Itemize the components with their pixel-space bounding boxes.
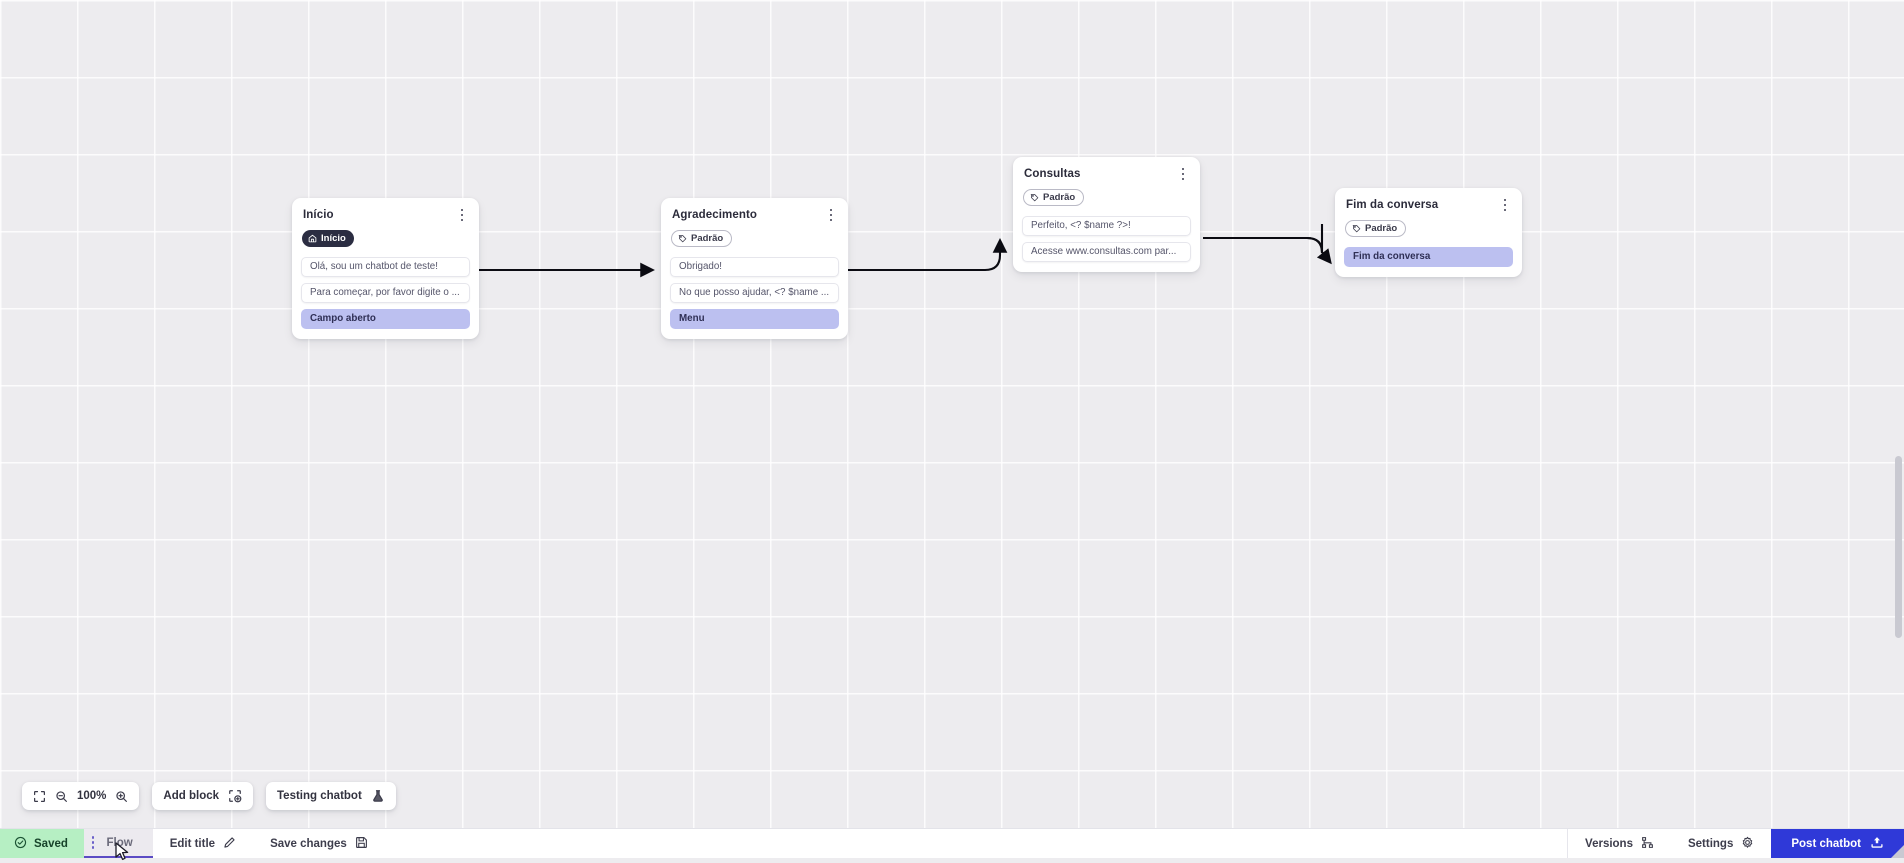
node-header: Início bbox=[301, 207, 470, 223]
zoom-in-icon[interactable] bbox=[115, 790, 128, 803]
zoom-level-value: 100% bbox=[77, 790, 106, 802]
node-title: Fim da conversa bbox=[1346, 198, 1438, 212]
flow-connectors bbox=[0, 0, 1904, 828]
node-badge-row: Padrão bbox=[1344, 220, 1513, 238]
edge-consultas-fim-line bbox=[1203, 224, 1322, 253]
zoom-out-icon[interactable] bbox=[55, 790, 68, 803]
post-chatbot-button[interactable]: Post chatbot bbox=[1771, 829, 1904, 858]
node-badge-label: Padrão bbox=[1365, 224, 1397, 234]
node-message[interactable]: Obrigado! bbox=[670, 257, 839, 277]
canvas-toolbar: 100% Add block Testing chatbot bbox=[22, 782, 396, 810]
edge-consultas-fim-arrow bbox=[1307, 238, 1330, 262]
node-badge-padrao[interactable]: Padrão bbox=[671, 230, 732, 247]
node-title: Agradecimento bbox=[672, 208, 757, 222]
save-changes-label: Save changes bbox=[270, 838, 347, 850]
flow-canvas[interactable]: Início Início Olá, sou um chatbot de tes… bbox=[0, 0, 1904, 828]
node-badge-label: Padrão bbox=[1043, 193, 1075, 203]
bottom-status-bar: Saved Flow Edit title Save changes Versi… bbox=[0, 828, 1904, 858]
node-badge-padrao[interactable]: Padrão bbox=[1023, 189, 1084, 206]
edit-title-label: Edit title bbox=[170, 838, 215, 850]
fullscreen-icon[interactable] bbox=[33, 790, 46, 803]
testing-chatbot-label: Testing chatbot bbox=[277, 790, 362, 802]
node-title: Consultas bbox=[1024, 167, 1081, 181]
statusbar-left-group: Saved Flow Edit title Save changes bbox=[0, 829, 385, 858]
add-block-button[interactable]: Add block bbox=[152, 782, 253, 810]
add-block-label: Add block bbox=[163, 790, 219, 802]
versions-button[interactable]: Versions bbox=[1568, 829, 1671, 858]
node-message-action[interactable]: Fim da conversa bbox=[1344, 247, 1513, 267]
node-message[interactable]: Olá, sou um chatbot de teste! bbox=[301, 257, 470, 277]
edge-agradecimento-consultas bbox=[848, 241, 1000, 270]
kebab-menu-icon[interactable] bbox=[92, 836, 95, 849]
node-message[interactable]: Acesse www.consultas.com par... bbox=[1022, 242, 1191, 262]
node-message-action[interactable]: Campo aberto bbox=[301, 309, 470, 329]
gear-icon bbox=[1741, 836, 1754, 852]
node-badge-label: Início bbox=[321, 234, 346, 244]
kebab-menu-icon[interactable] bbox=[455, 207, 469, 223]
save-disk-icon bbox=[355, 836, 368, 852]
node-message-list: Olá, sou um chatbot de teste! Para começ… bbox=[301, 257, 470, 329]
saved-status-badge: Saved bbox=[0, 829, 84, 858]
node-message-list: Perfeito, <? $name ?>! Acesse www.consul… bbox=[1022, 216, 1191, 262]
testing-chatbot-button[interactable]: Testing chatbot bbox=[266, 782, 396, 810]
flask-icon bbox=[371, 789, 385, 803]
post-chatbot-label: Post chatbot bbox=[1791, 838, 1861, 850]
flow-node-consultas[interactable]: Consultas Padrão Perfeito, <? $name ?>! … bbox=[1013, 157, 1200, 272]
node-badge-inicio[interactable]: Início bbox=[302, 230, 354, 247]
node-message[interactable]: No que posso ajudar, <? $name ... bbox=[670, 283, 839, 303]
settings-button[interactable]: Settings bbox=[1671, 829, 1771, 858]
node-header: Fim da conversa bbox=[1344, 197, 1513, 213]
node-header: Agradecimento bbox=[670, 207, 839, 223]
node-badge-row: Início bbox=[301, 230, 470, 248]
node-title: Início bbox=[303, 208, 334, 222]
node-badge-label: Padrão bbox=[691, 234, 723, 244]
tag-icon bbox=[678, 234, 687, 243]
flow-node-agradecimento[interactable]: Agradecimento Padrão Obrigado! No que po… bbox=[661, 198, 848, 339]
tag-icon bbox=[1352, 224, 1361, 233]
settings-label: Settings bbox=[1688, 838, 1733, 850]
check-circle-icon bbox=[14, 836, 27, 852]
edit-title-button[interactable]: Edit title bbox=[153, 829, 253, 858]
node-badge-row: Padrão bbox=[670, 230, 839, 248]
node-message[interactable]: Para começar, por favor digite o ... bbox=[301, 283, 470, 303]
vertical-scrollbar[interactable] bbox=[1895, 456, 1902, 638]
kebab-menu-icon[interactable] bbox=[824, 207, 838, 223]
saved-label: Saved bbox=[34, 838, 68, 850]
statusbar-right-group: Versions Settings Post chatbot bbox=[1567, 829, 1904, 858]
zoom-controls: 100% bbox=[22, 782, 139, 810]
kebab-menu-icon[interactable] bbox=[1176, 166, 1190, 182]
tab-flow[interactable]: Flow bbox=[84, 829, 153, 858]
pencil-icon bbox=[223, 836, 236, 852]
tab-flow-label: Flow bbox=[106, 837, 132, 849]
flow-node-fim-da-conversa[interactable]: Fim da conversa Padrão Fim da conversa bbox=[1335, 188, 1522, 277]
kebab-menu-icon[interactable] bbox=[1498, 197, 1512, 213]
save-changes-button[interactable]: Save changes bbox=[253, 829, 385, 858]
node-message-list: Fim da conversa bbox=[1344, 247, 1513, 267]
node-message[interactable]: Perfeito, <? $name ?>! bbox=[1022, 216, 1191, 236]
node-message-action[interactable]: Menu bbox=[670, 309, 839, 329]
node-message-list: Obrigado! No que posso ajudar, <? $name … bbox=[670, 257, 839, 329]
tag-icon bbox=[1030, 193, 1039, 202]
node-badge-row: Padrão bbox=[1022, 189, 1191, 207]
upload-icon bbox=[1870, 835, 1884, 852]
node-badge-padrao[interactable]: Padrão bbox=[1345, 220, 1406, 237]
branch-icon bbox=[1641, 836, 1654, 852]
home-icon bbox=[308, 234, 317, 243]
versions-label: Versions bbox=[1585, 838, 1633, 850]
flow-node-inicio[interactable]: Início Início Olá, sou um chatbot de tes… bbox=[292, 198, 479, 339]
node-header: Consultas bbox=[1022, 166, 1191, 182]
add-block-icon bbox=[228, 789, 242, 803]
